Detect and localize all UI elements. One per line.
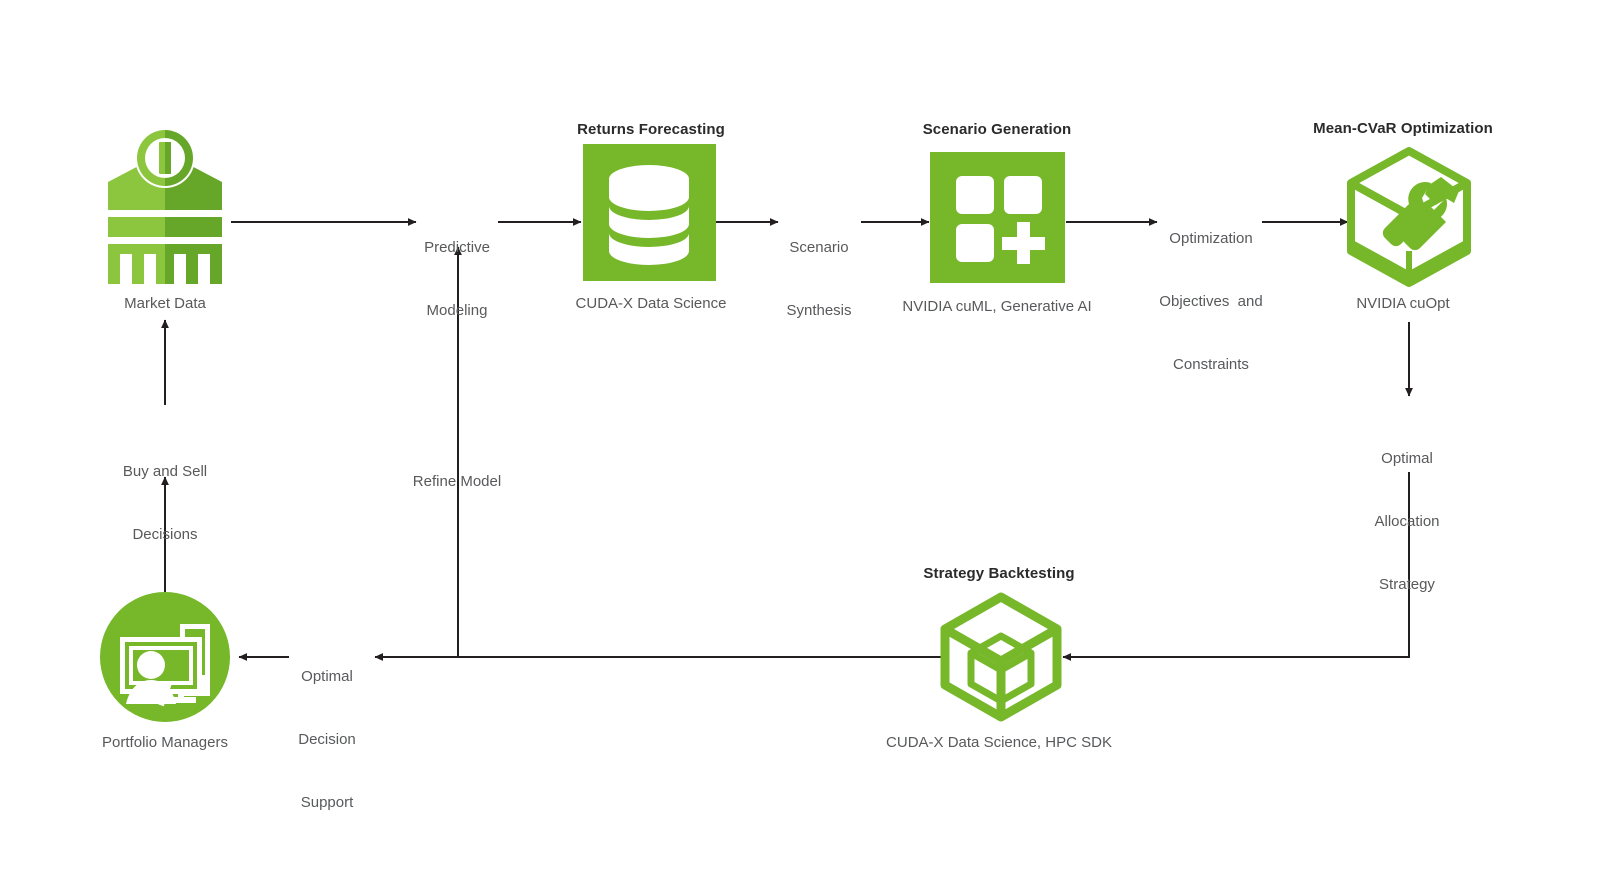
edge-label-line: Support (300, 794, 354, 811)
edge-label-line: Objectives and (1159, 293, 1263, 310)
returns-forecasting-icon-wrap (583, 144, 716, 281)
returns-forecasting-title: Returns Forecasting (577, 121, 725, 138)
edge-label-line: Optimal (301, 668, 353, 685)
strategy-backtesting-icon-wrap (939, 592, 1064, 722)
edge-label-line: Constraints (1173, 356, 1249, 373)
strategy-backtesting-title: Strategy Backtesting (923, 565, 1075, 582)
scenario-generation-caption: NVIDIA cuML, Generative AI (902, 298, 1092, 315)
returns-forecasting-caption: CUDA-X Data Science (575, 295, 727, 312)
edge-label-line: Buy and Sell (122, 463, 208, 480)
strategy-backtesting-caption: CUDA-X Data Science, HPC SDK (886, 734, 1112, 751)
edge-label-line: Allocation (1374, 513, 1440, 530)
cube-tools-icon (1347, 147, 1471, 287)
edge-label-line: Decision (298, 731, 356, 748)
edge-label-predictive-modeling: Predictive Modeling (424, 195, 490, 363)
edge-label-line: Synthesis (786, 302, 852, 319)
scenario-generation-icon-wrap (930, 152, 1065, 283)
scenario-generation-title: Scenario Generation (922, 121, 1072, 138)
database-icon (583, 144, 716, 281)
edge-label-line: Scenario (789, 239, 849, 256)
edge-label-line: Optimal (1381, 450, 1433, 467)
edge-label-optimal-decision-support: Optimal Decision Support (298, 624, 356, 855)
edge-label-line: Refine Model (412, 473, 502, 490)
mean-cvar-icon-wrap (1345, 147, 1473, 287)
arrow-allocation-to-backtesting (1062, 472, 1410, 661)
portfolio-managers-caption: Portfolio Managers (102, 734, 228, 751)
mean-cvar-title: Mean-CVaR Optimization (1313, 120, 1493, 137)
edge-label-optimization-objectives: Optimization Objectives and Constraints (1159, 186, 1262, 417)
edge-label-line: Modeling (426, 302, 488, 319)
mean-cvar-caption: NVIDIA cuOpt (1356, 295, 1450, 312)
edge-label-line: Strategy (1379, 576, 1435, 593)
market-data-caption: Market Data (124, 295, 206, 312)
edge-label-line: Optimization (1169, 230, 1253, 247)
edge-label-line: Decisions (132, 526, 198, 543)
edge-label-line: Predictive (424, 239, 490, 256)
grid-plus-icon (930, 152, 1065, 283)
person-at-computer-icon (100, 592, 230, 722)
edge-label-scenario-synthesis: Scenario Synthesis (786, 195, 851, 363)
edge-label-optimal-allocation-strategy: Optimal Allocation Strategy (1374, 406, 1439, 637)
edge-label-buy-and-sell-decisions: Buy and Sell Decisions (123, 419, 207, 587)
bank-building-icon (104, 128, 226, 284)
nested-cube-icon (940, 592, 1062, 722)
portfolio-managers-icon-wrap (100, 592, 230, 722)
market-data-icon-wrap (104, 126, 226, 284)
edge-label-refine-model: Refine Model (413, 429, 501, 534)
